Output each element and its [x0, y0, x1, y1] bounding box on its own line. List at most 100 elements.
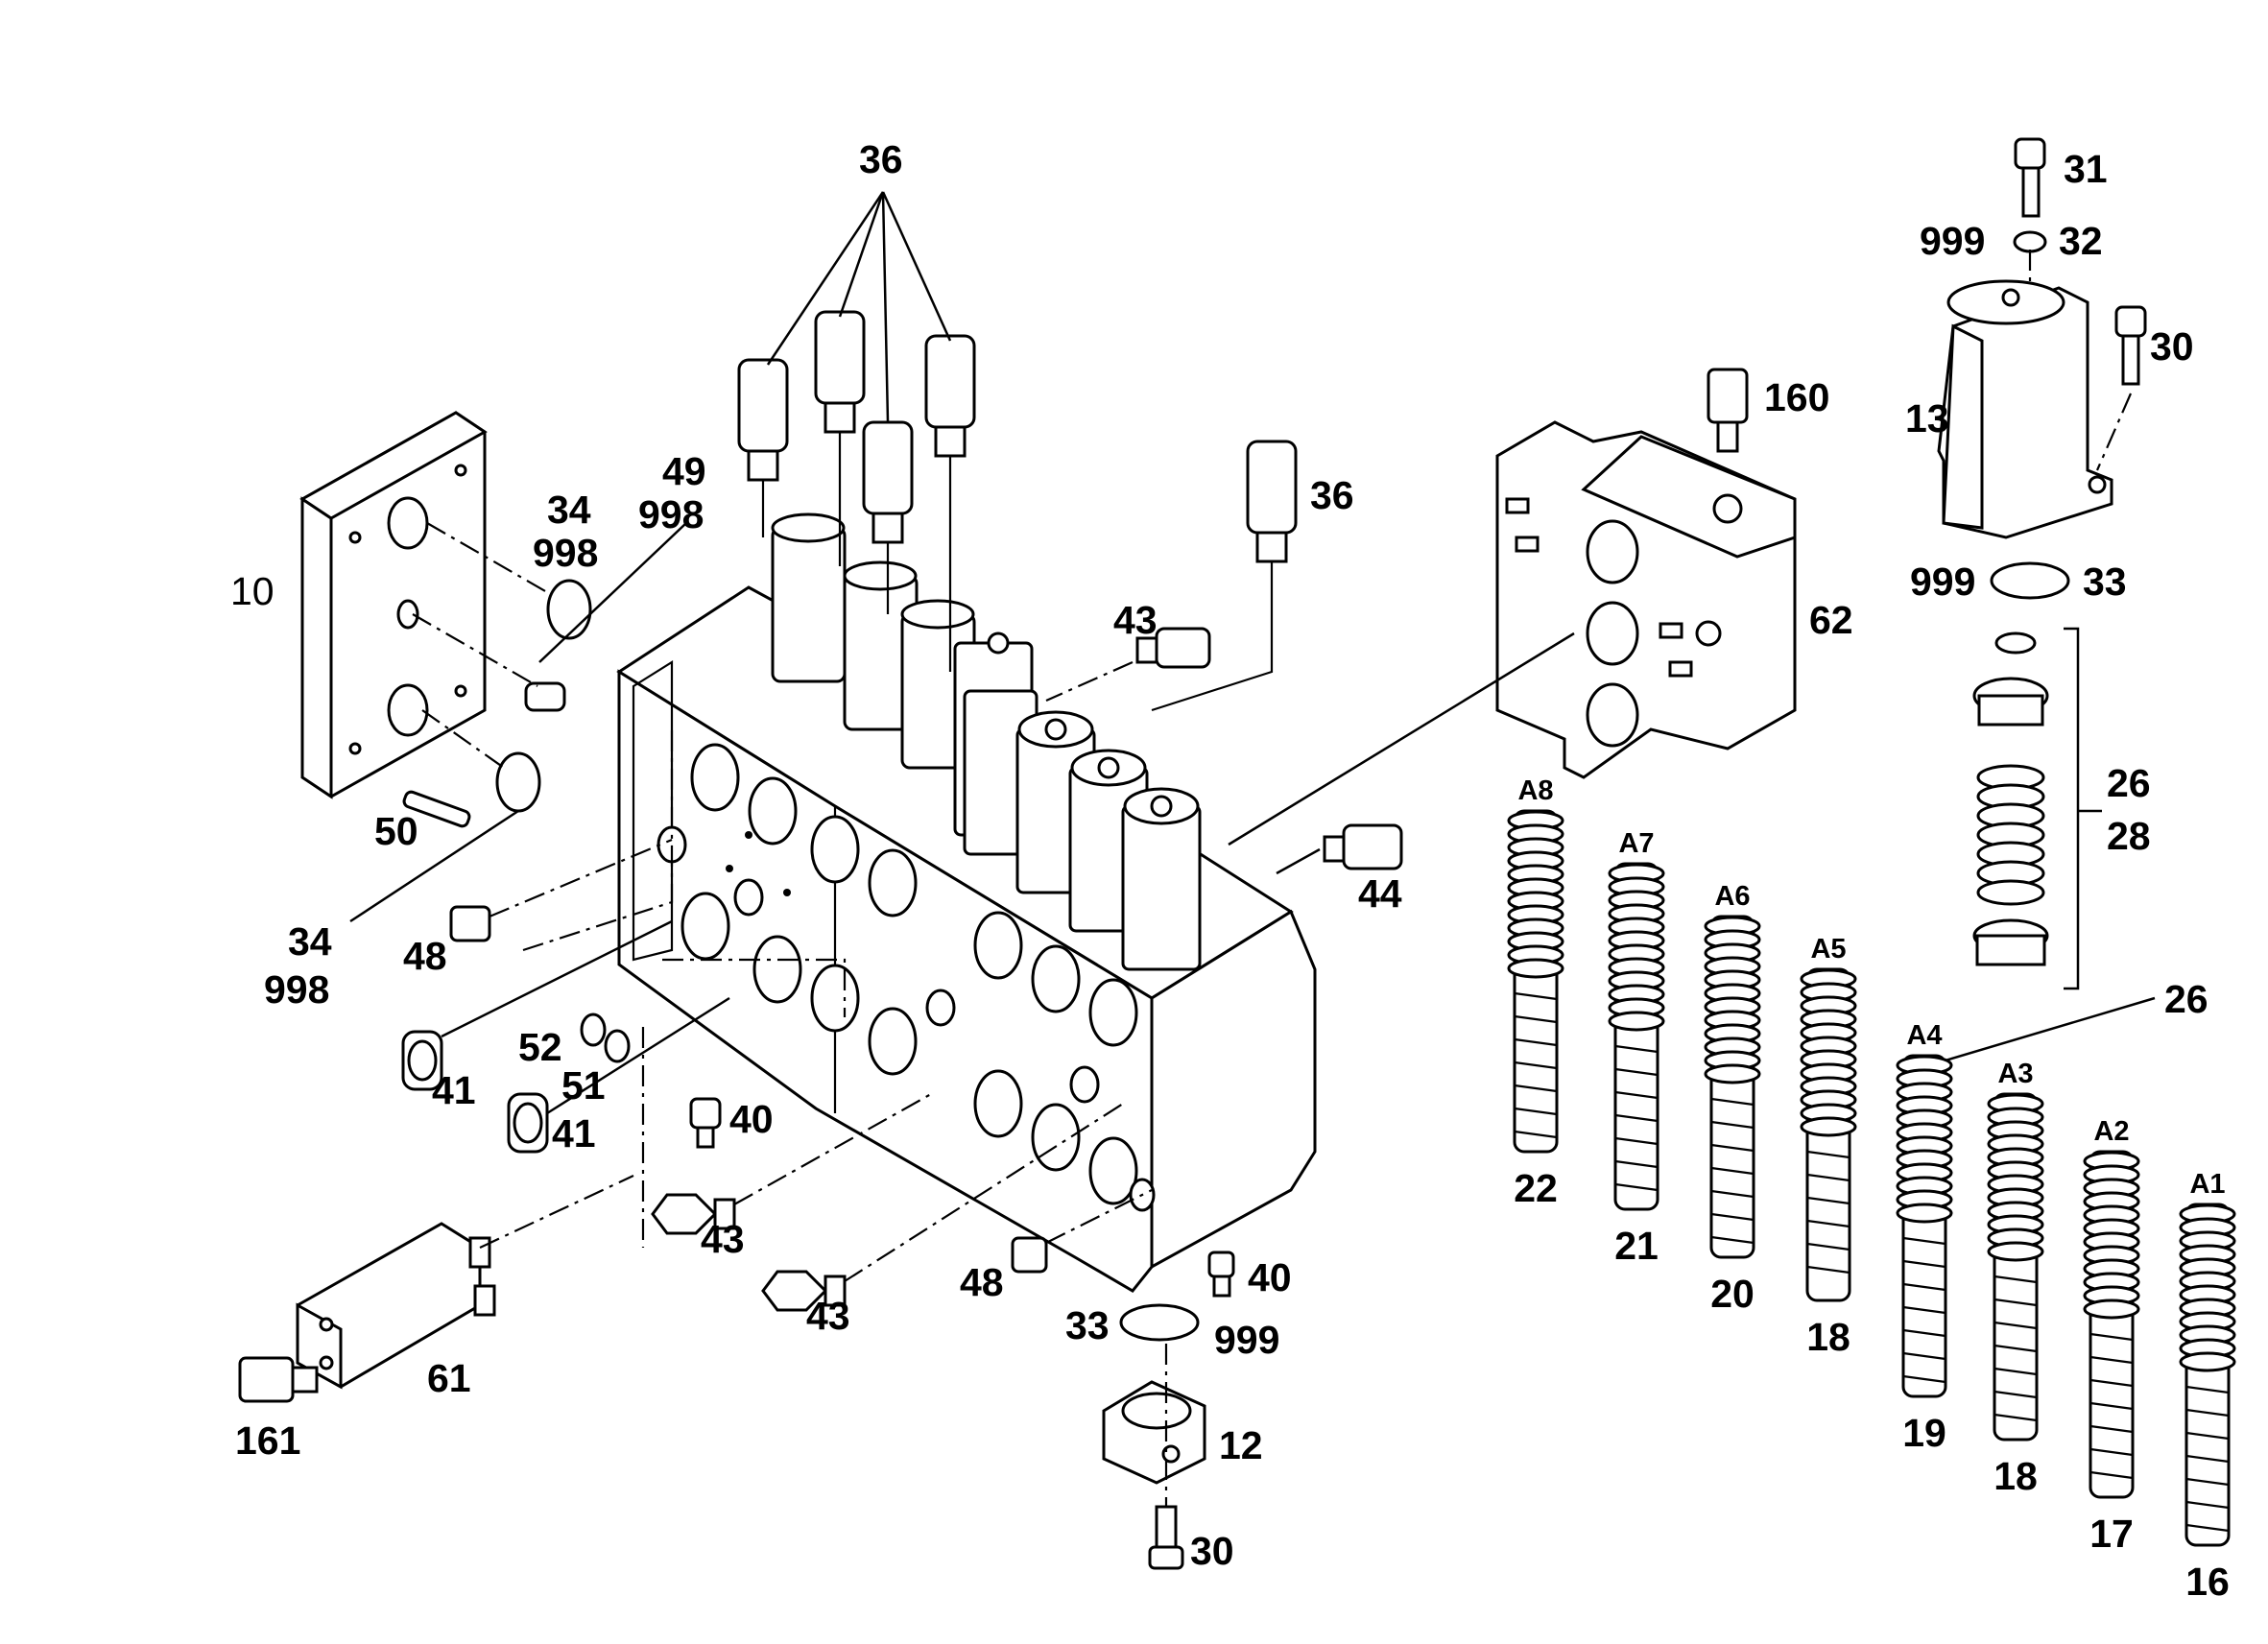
switch-4: [924, 334, 976, 672]
label-26-b: 26: [2164, 977, 2208, 1021]
washers-52-51: [580, 1013, 631, 1063]
spring-stack: [1972, 627, 2102, 990]
flange-12: [1102, 1380, 1206, 1485]
screw-30-bottom: [1148, 1505, 1184, 1570]
spools: A8 22 A7 21 A6 20 A5 18 A4 19 A3 18 A2 17 A1 16: [1507, 775, 2236, 1604]
spool-number-a6: 20: [1710, 1272, 1755, 1316]
screw-30-top: [2114, 305, 2147, 386]
plug-41-a: [401, 919, 673, 1091]
orifice-49: [524, 681, 566, 712]
spool-tag-a4: A4: [1906, 1020, 1942, 1051]
fitting-160: [1707, 368, 1749, 453]
o-ring-34-top: [546, 579, 592, 640]
label-61: 61: [427, 1356, 471, 1400]
cover-plate: [299, 411, 488, 799]
spool-a5: A5 18: [1800, 934, 1857, 1359]
spool-a8: A8 22: [1507, 775, 1564, 1210]
valve-61: [296, 1175, 634, 1390]
label-13: 13: [1905, 396, 1949, 441]
block-bores: [657, 743, 1171, 1212]
label-160: 160: [1764, 375, 1829, 419]
switch-3: [862, 420, 914, 614]
label-10: 10: [230, 569, 275, 613]
spool-number-a4: 19: [1902, 1411, 1946, 1455]
spool-a1: A1 16: [2179, 1169, 2236, 1604]
plug-40-a: [689, 1097, 722, 1149]
label-998-a: 998: [533, 531, 598, 575]
spool-a3: A3 18: [1987, 1059, 2044, 1498]
label-43-b: 43: [806, 1294, 850, 1338]
spool-a6: A6 20: [1704, 881, 1761, 1316]
label-161: 161: [235, 1418, 300, 1463]
label-998-b: 998: [638, 492, 704, 536]
label-12: 12: [1219, 1423, 1263, 1467]
spool-a4: A4 19: [1896, 1020, 1953, 1455]
plug-48-right: [1011, 1189, 1153, 1274]
label-30-top: 30: [2150, 324, 2194, 369]
side-block-62: [1495, 420, 1797, 779]
spool-tag-a1: A1: [2189, 1169, 2225, 1200]
spool-tag-a5: A5: [1810, 934, 1846, 965]
fitting-161: [238, 1356, 319, 1403]
label-32: 32: [2059, 219, 2103, 263]
label-41-b: 41: [552, 1111, 596, 1156]
label-41-a: 41: [432, 1068, 476, 1112]
label-31: 31: [2064, 147, 2108, 191]
label-33-mid: 33: [2083, 560, 2127, 604]
label-44: 44: [1358, 871, 1402, 916]
spool-tag-a6: A6: [1714, 881, 1750, 912]
spool-tag-a7: A7: [1618, 828, 1654, 859]
label-999-mid: 999: [1910, 560, 1975, 604]
spool-a2: A2 17: [2083, 1116, 2140, 1556]
stud-50: [402, 790, 471, 828]
o-ring-34-bottom: [495, 751, 541, 813]
pressure-switches: [737, 191, 1298, 712]
callout-labels: 36 36 10 34 998 49 998 50 34 998 43 160 …: [230, 137, 2208, 1573]
switch-1: [737, 358, 789, 537]
spool-number-a5: 18: [1806, 1315, 1850, 1359]
label-28: 28: [2107, 814, 2151, 858]
label-26-a: 26: [2107, 761, 2151, 805]
spool-number-a7: 21: [1614, 1224, 1659, 1268]
label-48-left: 48: [403, 934, 447, 978]
label-998-c: 998: [264, 967, 329, 1012]
label-40-b: 40: [1248, 1255, 1292, 1299]
spool-tag-a8: A8: [1517, 775, 1553, 806]
o-ring-33-mid: [1990, 561, 2070, 600]
spool-tag-a3: A3: [1997, 1059, 2033, 1089]
screw-31: [2014, 137, 2046, 218]
spool-a7: A7 21: [1608, 828, 1665, 1268]
label-49: 49: [662, 449, 706, 493]
label-40-a: 40: [729, 1097, 774, 1141]
washer-32: [2013, 230, 2047, 253]
plug-41-b: [507, 996, 730, 1154]
switch-5: [1151, 440, 1298, 712]
label-34-b: 34: [288, 919, 332, 964]
label-999-bottom: 999: [1214, 1318, 1279, 1362]
spool-number-a2: 17: [2089, 1512, 2134, 1556]
plug-48-left: [449, 838, 673, 942]
switch-2: [814, 310, 866, 566]
label-62: 62: [1809, 598, 1853, 642]
valve-block: [616, 512, 1317, 1293]
label-50: 50: [374, 809, 418, 853]
spool-number-a1: 16: [2185, 1560, 2230, 1604]
label-52: 52: [518, 1025, 562, 1069]
plug-43-b: [761, 1103, 1124, 1312]
plug-44: [1276, 823, 1403, 875]
solenoid-housings: [771, 512, 1202, 971]
label-36-right: 36: [1310, 473, 1354, 517]
plug-43-a: [651, 1093, 932, 1235]
housing-13: [1937, 279, 2113, 539]
label-48-right: 48: [960, 1260, 1004, 1304]
spool-tag-a2: A2: [2093, 1116, 2129, 1147]
spool-number-a3: 18: [1993, 1454, 2038, 1498]
label-36-top: 36: [859, 137, 903, 181]
label-30-bottom: 30: [1190, 1529, 1234, 1573]
label-33-bottom: 33: [1065, 1303, 1110, 1347]
plug-43-top: [1045, 627, 1211, 703]
spool-number-a8: 22: [1514, 1166, 1558, 1210]
label-999-top: 999: [1920, 219, 1985, 263]
label-43-a: 43: [701, 1217, 745, 1261]
label-34-a: 34: [547, 488, 591, 532]
